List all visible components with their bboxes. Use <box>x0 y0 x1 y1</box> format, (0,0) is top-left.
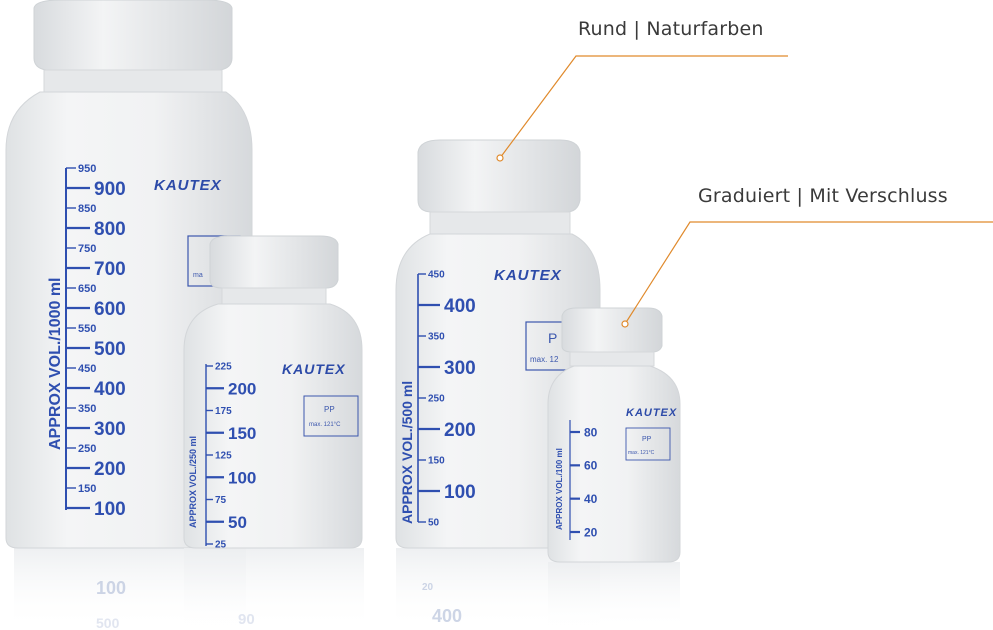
bottle-1000ml-cap <box>33 0 233 71</box>
scale-minor-label: 350 <box>78 403 96 415</box>
callout-line-top <box>499 55 788 159</box>
scale-major-label: 900 <box>94 179 126 200</box>
reflection-mark: 20 <box>422 582 434 593</box>
bottle-100ml-spec-box <box>625 427 671 461</box>
bottle-100ml-spec-material: PP <box>642 436 652 443</box>
scale-major-label: 100 <box>94 499 126 520</box>
scale-major-label: 700 <box>94 259 126 280</box>
bottle-500ml-volume-label: APPROX VOL./500 ml <box>399 381 415 524</box>
scale-major-label: 100 <box>228 468 256 487</box>
bottle-250ml-cap <box>209 235 339 289</box>
scale-major-label: 400 <box>444 296 476 317</box>
scale-major-label: 20 <box>584 525 598 539</box>
bottle-100ml-cap <box>561 307 663 353</box>
scale-minor-label: 950 <box>78 163 96 175</box>
bottle-100ml-reflection <box>548 562 680 630</box>
callout-graduated-closure: Graduiert | Mit Verschluss <box>698 185 948 207</box>
callout-dot-middle <box>621 320 629 328</box>
scale-minor-label: 650 <box>78 283 96 295</box>
bottle-1000ml-volume-label: APPROX VOL./1000 ml <box>47 277 64 450</box>
scale-minor-label: 225 <box>215 362 232 373</box>
callout-lines <box>496 55 993 328</box>
scale-major-label: 40 <box>584 492 598 506</box>
scale-minor-label: 75 <box>215 495 227 506</box>
bottle-1000ml-brand: KAUTEX <box>154 177 222 194</box>
scale-major-label: 150 <box>228 424 256 443</box>
bottle-250ml-brand: KAUTEX <box>282 361 346 377</box>
scale-minor-label: 250 <box>78 443 96 455</box>
scale-major-label: 500 <box>94 339 126 360</box>
bottle-100ml-brand: KAUTEX <box>626 407 677 419</box>
bottle-500ml-spec-temp: max. 12 <box>530 355 559 364</box>
callout-dot-top <box>496 154 504 162</box>
scale-major-label: 50 <box>228 513 247 532</box>
scale-minor-label: 150 <box>428 456 445 467</box>
floor-reflection-marks: 100 500 20 400 90 <box>96 578 462 630</box>
bottle-500ml-cap <box>417 139 581 213</box>
scale-major-label: 200 <box>444 420 476 441</box>
callout-line-middle <box>624 221 993 325</box>
bottle-500ml-brand: KAUTEX <box>494 267 562 284</box>
bottle-100ml: 80 60 40 20 APPROX VOL./100 ml KAUTEX PP ma… <box>547 307 681 630</box>
scale-major-label: 800 <box>94 219 126 240</box>
scale-major-label: 300 <box>444 358 476 379</box>
scale-minor-label: 25 <box>215 540 227 551</box>
scale-minor-label: 50 <box>428 518 440 529</box>
bottle-250ml-spec-temp: max. 121°C <box>309 422 341 428</box>
bottle-500ml-spec-material: P <box>548 330 557 346</box>
scale-major-label: 200 <box>94 459 126 480</box>
scale-major-label: 600 <box>94 299 126 320</box>
scale-minor-label: 750 <box>78 243 96 255</box>
bottle-250ml-spec-box <box>303 395 359 437</box>
reflection-mark: 90 <box>238 611 255 628</box>
scale-minor-label: 450 <box>78 363 96 375</box>
scale-major-label: 400 <box>94 379 126 400</box>
bottle-250ml-reflection <box>184 548 364 630</box>
scale-major-label: 80 <box>584 425 598 439</box>
scale-major-label: 60 <box>584 459 598 473</box>
scale-minor-label: 150 <box>78 483 96 495</box>
bottle-100ml-body <box>547 365 681 563</box>
reflection-mark: 400 <box>432 606 462 626</box>
scale-major-label: 300 <box>94 419 126 440</box>
bottle-250ml-volume-label: APPROX VOL./250 ml <box>188 436 198 528</box>
reflection-mark: 500 <box>96 615 120 630</box>
scale-major-label: 200 <box>228 379 256 398</box>
bottle-250ml-spec-material: PP <box>324 405 335 414</box>
bottle-250ml-body <box>183 303 363 549</box>
scale-minor-label: 350 <box>428 332 445 343</box>
scale-minor-label: 450 <box>428 270 445 281</box>
scale-minor-label: 550 <box>78 323 96 335</box>
scale-minor-label: 850 <box>78 203 96 215</box>
scale-minor-label: 250 <box>428 394 445 405</box>
bottle-1000ml-spec-temp: ma <box>193 272 203 279</box>
reflection-mark: 100 <box>96 578 126 598</box>
callout-round-natural: Rund | Naturfarben <box>578 18 764 40</box>
bottle-100ml-volume-label: APPROX VOL./100 ml <box>555 448 564 530</box>
scale-major-label: 100 <box>444 482 476 503</box>
bottle-100ml-spec-temp: max. 121°C <box>628 450 655 456</box>
scale-minor-label: 125 <box>215 451 232 462</box>
scale-minor-label: 175 <box>215 406 232 417</box>
